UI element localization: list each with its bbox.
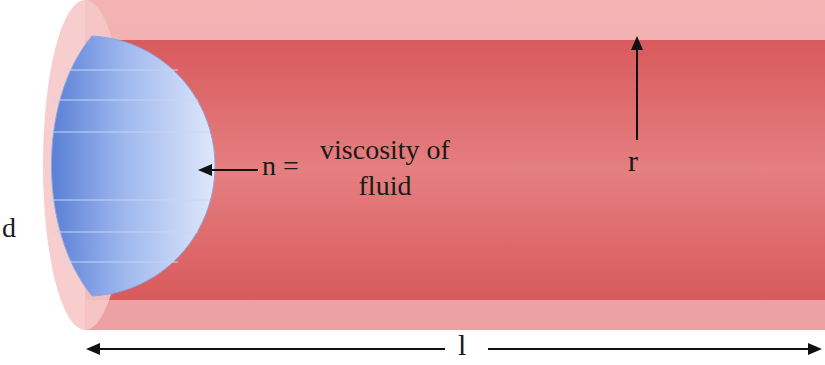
flow-profile [52, 36, 216, 296]
viscosity-leader [198, 164, 258, 176]
viscosity-symbol: n = [262, 152, 299, 180]
length-dimension [86, 343, 822, 355]
flow-layers [48, 70, 210, 262]
cut-label: d [2, 214, 16, 242]
viscosity-text: viscosity of fluid [300, 132, 470, 204]
radius-label: r [628, 146, 638, 176]
length-label: l [458, 330, 466, 360]
radius-arrow [631, 36, 643, 140]
